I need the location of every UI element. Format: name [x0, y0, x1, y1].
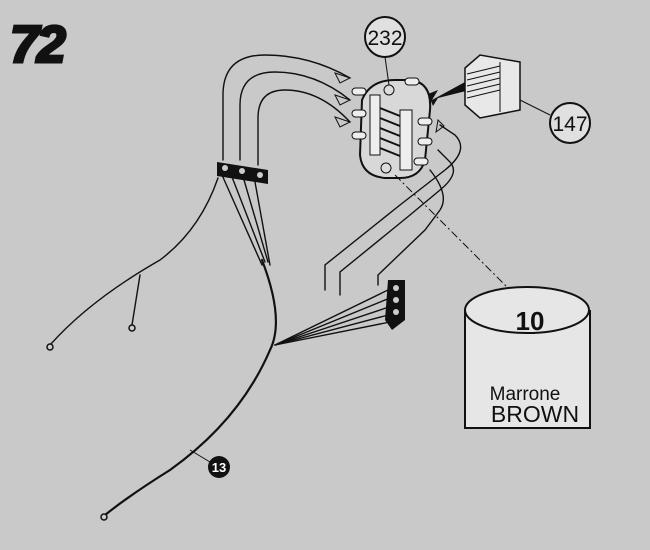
upper-wire-bundle [222, 54, 352, 166]
color-name-english: BROWN [491, 401, 579, 427]
leader-line [394, 174, 511, 291]
callout-147: 147 [549, 102, 591, 144]
color-code-number: 10 [516, 306, 545, 336]
wire-color-tag: 10 Marrone BROWN [464, 286, 591, 429]
svg-text:232: 232 [367, 27, 402, 50]
callout-232: 232 [364, 16, 406, 86]
connector-block [351, 77, 470, 179]
callout-13: 13 [189, 449, 230, 478]
lower-wire-bundle [324, 118, 462, 296]
upper-clip [217, 162, 268, 184]
main-harness [46, 174, 393, 521]
fuse-cover [464, 54, 551, 119]
lower-clip [385, 280, 405, 330]
svg-text:147: 147 [552, 113, 587, 136]
color-name-italian: Marrone [490, 384, 561, 405]
page-number: 72 [10, 16, 66, 74]
svg-text:13: 13 [212, 460, 226, 475]
